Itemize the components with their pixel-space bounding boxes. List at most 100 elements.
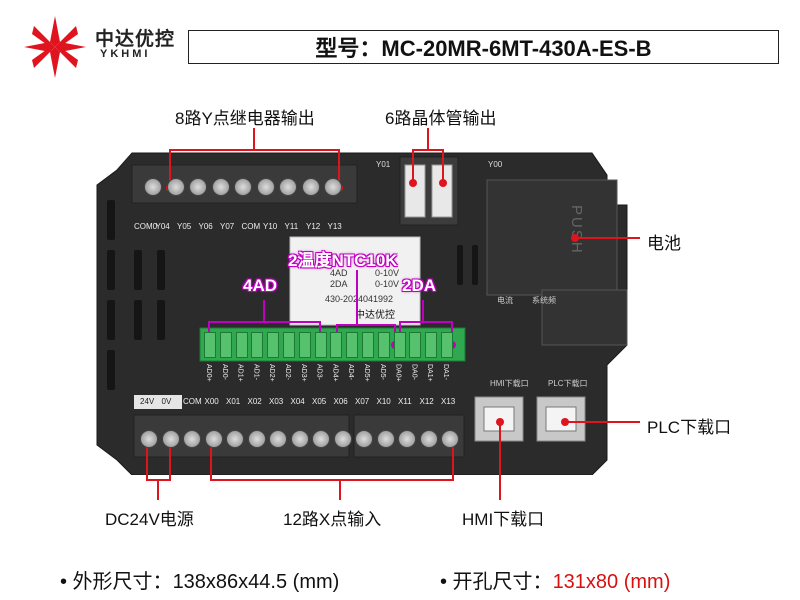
analog-terminal-pin — [314, 332, 327, 358]
cutout-spec-label: • 开孔尺寸： — [440, 571, 553, 593]
size-spec: • 外形尺寸：138x86x44.5 (mm) — [60, 565, 339, 594]
analog-terminal-label: AD0- — [220, 364, 228, 380]
relay-output-label: 8路Y点继电器输出 — [175, 109, 315, 128]
analog-terminal-pin — [441, 332, 453, 358]
analog-terminal-label: DA1+ — [426, 364, 434, 382]
cutout-spec-value: 131x80 (mm) — [552, 571, 671, 593]
brand-name: 中达优控 — [95, 29, 176, 50]
panel-label-1: 电流 — [497, 296, 513, 305]
bottom-terminal-screw — [247, 430, 266, 448]
hmi-port-small-label: HMI下载口 — [490, 379, 529, 388]
brand-logo-icon — [24, 16, 86, 78]
bottom-terminal-label: X07 — [355, 397, 370, 406]
top-terminal-label: Y04 — [155, 222, 170, 231]
transistor-output-label: 6路晶体管输出 — [385, 109, 497, 128]
bottom-terminal-label: X02 — [247, 397, 262, 406]
ad-label: 4AD — [243, 276, 278, 295]
bottom-terminal-screw — [376, 430, 395, 448]
bottom-terminal-screw — [333, 430, 352, 448]
top-terminal-label: Y10 — [263, 222, 278, 231]
analog-terminal-label: AD4- — [347, 364, 355, 380]
sticker-da-label: 2DA — [330, 279, 348, 289]
bottom-terminal-screw — [441, 430, 459, 448]
analog-terminal-pin — [425, 332, 438, 358]
top-terminal-label: COM — [241, 222, 261, 231]
analog-terminal-pin — [409, 332, 422, 358]
analog-terminal-pin — [204, 332, 216, 358]
analog-terminal-label: AD3+ — [299, 364, 307, 382]
bottom-terminal-label: 24V — [140, 397, 155, 406]
size-spec-label: • 外形尺寸： — [60, 571, 173, 593]
bottom-terminal-label: X11 — [398, 397, 412, 406]
bottom-terminal-label: X13 — [441, 397, 456, 406]
bottom-terminal-label: 0V — [161, 397, 172, 406]
top-terminal-screw — [189, 178, 207, 196]
hmi-port-label: HMI下载口 — [462, 510, 545, 529]
plc-port-label: PLC下载口 — [647, 418, 732, 437]
x-inputs-label: 12路X点输入 — [283, 510, 382, 529]
sticker-da-value: 0-10V — [375, 279, 400, 289]
top-terminal-screw — [234, 178, 252, 196]
analog-terminal-label: AD1+ — [236, 364, 244, 382]
sticker-ad-label: 4AD — [330, 268, 348, 278]
analog-terminal-pin — [362, 332, 374, 358]
sticker-serial: 430-2024041992 — [325, 294, 394, 304]
analog-terminal-label: DA0+ — [394, 364, 402, 382]
bottom-terminal-label: X05 — [312, 397, 327, 406]
analog-terminal-label: AD3- — [315, 364, 323, 380]
top-terminal-screw — [324, 178, 342, 196]
battery-label: 电池 — [647, 234, 681, 253]
top-terminal-label: Y12 — [306, 222, 321, 231]
bottom-terminal-screw — [419, 430, 438, 448]
y01-label: Y01 — [376, 160, 391, 169]
top-terminal-label: Y06 — [198, 222, 213, 231]
plc-port-small-label: PLC下载口 — [548, 379, 588, 388]
analog-terminal-label: AD1- — [252, 364, 260, 380]
power-label: DC24V电源 — [105, 510, 194, 529]
cutout-spec: • 开孔尺寸：131x80 (mm) — [440, 565, 670, 594]
top-terminal-screw — [279, 178, 297, 196]
top-terminal-label: COM0 — [134, 222, 158, 231]
top-terminal-screw — [256, 178, 275, 196]
sticker-brand: 中达优控 — [355, 310, 395, 321]
analog-terminal-pin — [346, 332, 359, 358]
analog-terminal-pin — [330, 332, 343, 358]
analog-terminal-pin — [251, 332, 264, 358]
top-terminal-label: Y11 — [284, 222, 299, 231]
analog-terminal-label: AD5+ — [363, 364, 370, 382]
ntc-label: 2温度NTC10K — [288, 251, 398, 270]
bottom-terminal-screw — [355, 430, 373, 448]
top-terminal-screw — [211, 178, 230, 196]
analog-terminal-label: AD2+ — [268, 364, 276, 382]
top-terminal-screw — [166, 178, 185, 196]
bottom-terminal-screw — [204, 430, 223, 448]
model-label: 型号：MC-20MR-6MT-430A-ES-B — [315, 36, 652, 61]
bottom-terminal-label: X04 — [290, 397, 305, 406]
bottom-terminal-screw — [183, 430, 201, 448]
bottom-terminal-label: X10 — [376, 397, 391, 406]
analog-terminal-label: AD5- — [378, 364, 386, 380]
panel-label-2: 系统频 — [532, 296, 556, 305]
bottom-terminal-screw — [161, 430, 180, 448]
analog-terminal-label: DA0- — [410, 364, 418, 380]
sticker-ad-value: 0-10V — [375, 268, 400, 278]
bottom-terminal-label: COM — [183, 397, 202, 406]
bottom-terminal-screw — [398, 430, 416, 448]
bottom-terminal-label: X00 — [204, 397, 219, 406]
brand-name-en: YKHMI — [100, 48, 151, 60]
top-terminal-label: Y05 — [177, 222, 192, 231]
analog-terminal-label: AD2- — [284, 364, 291, 380]
bottom-terminal-screw — [290, 430, 309, 448]
analog-terminal-label: DA1- — [442, 364, 449, 380]
bottom-terminal-label: X01 — [226, 397, 241, 406]
analog-terminal-pin — [298, 332, 311, 358]
analog-terminal-pin — [267, 332, 280, 358]
analog-terminal-label: AD4+ — [331, 364, 339, 382]
bottom-terminal-screw — [226, 430, 244, 448]
top-terminal-label: Y13 — [327, 222, 342, 231]
size-spec-value: 138x86x44.5 (mm) — [172, 571, 340, 593]
bottom-terminal-screw — [140, 430, 158, 448]
analog-terminal-pin — [235, 332, 248, 358]
bottom-terminal-label: X03 — [269, 397, 284, 406]
bottom-terminal-label: X06 — [333, 397, 348, 406]
